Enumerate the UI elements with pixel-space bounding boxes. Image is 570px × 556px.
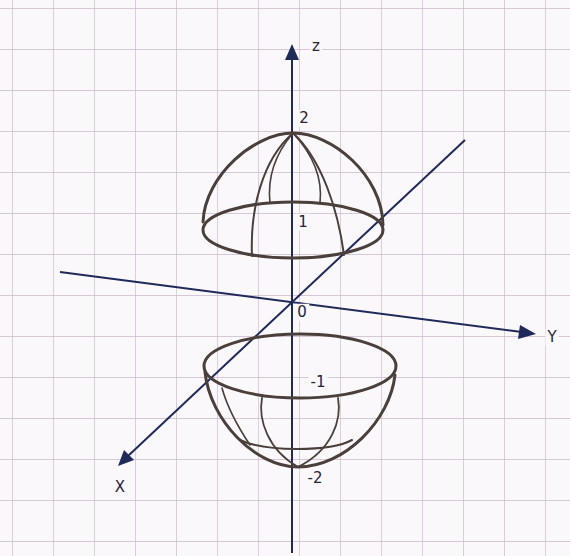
axis-label: -2 [306,470,325,487]
lower-inner-curve [240,440,352,449]
x-arrowhead [118,450,134,466]
upper-rim [203,202,383,258]
upper-profile [203,133,383,225]
upper-meridian [252,133,293,256]
z-arrowhead [285,44,299,60]
axis-label: 2 [297,110,311,127]
upper-meridian [293,133,320,203]
axis-label: Y [545,329,558,346]
upper-meridian [269,133,293,203]
lower-rim [204,334,396,398]
axis-label: -1 [309,374,328,391]
axis-label: z [310,38,322,55]
axis-label: 1 [296,214,310,231]
lower-meridian [298,398,339,467]
lower-profile [205,372,395,467]
axis-label: X [113,479,127,496]
axis-label: 0 [295,304,309,321]
lower-meridian [261,398,298,467]
lower-meridian [222,388,250,445]
y-arrowhead [518,325,536,339]
upper-sheet [203,133,383,258]
x-axis [128,140,465,456]
upper-meridian [293,133,344,255]
lower-sheet [204,334,396,467]
